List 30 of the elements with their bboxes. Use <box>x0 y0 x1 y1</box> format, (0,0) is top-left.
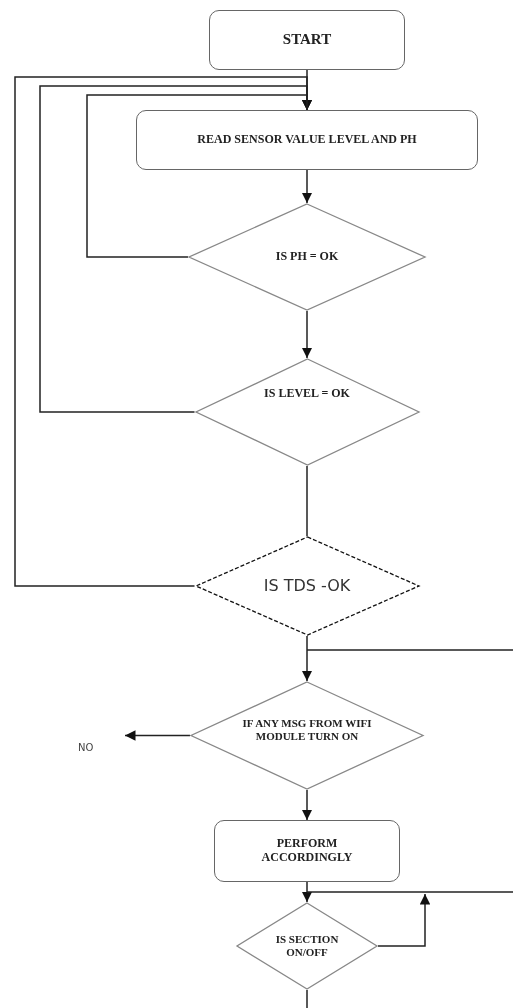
node-label: IS SECTION ON/OFF <box>274 933 340 959</box>
node-label: READ SENSOR VALUE LEVEL AND PH <box>196 133 418 147</box>
branch-label: NO <box>78 742 94 753</box>
connector-line <box>14 76 308 587</box>
connector-line <box>306 989 308 1008</box>
arrow <box>377 893 431 947</box>
decision-diamond <box>190 681 424 790</box>
connector-line <box>306 649 513 651</box>
process-box <box>214 820 400 882</box>
decision-diamond <box>236 902 378 990</box>
decision-diamond <box>194 536 420 636</box>
node-label: IS TDS -OK <box>262 576 352 596</box>
arrow <box>301 310 313 359</box>
node-label: IS LEVEL = OK <box>263 387 351 401</box>
arrow <box>39 85 313 413</box>
node-label: IF ANY MSG FROM WIFI MODULE TURN ON <box>242 716 372 743</box>
arrow <box>124 730 191 741</box>
node-label: IS PH = OK <box>274 250 340 264</box>
decision-diamond <box>188 203 426 311</box>
arrow <box>301 635 313 682</box>
arrow <box>301 789 313 821</box>
process-box <box>136 110 478 170</box>
arrow <box>301 881 313 903</box>
connector-line <box>306 891 513 893</box>
decision-diamond <box>194 358 420 466</box>
arrow <box>301 169 313 204</box>
connector-line <box>306 465 308 537</box>
node-label: START <box>282 31 332 49</box>
node-label: PERFORM ACCORDINGLY <box>260 837 354 865</box>
start-box <box>209 10 405 70</box>
